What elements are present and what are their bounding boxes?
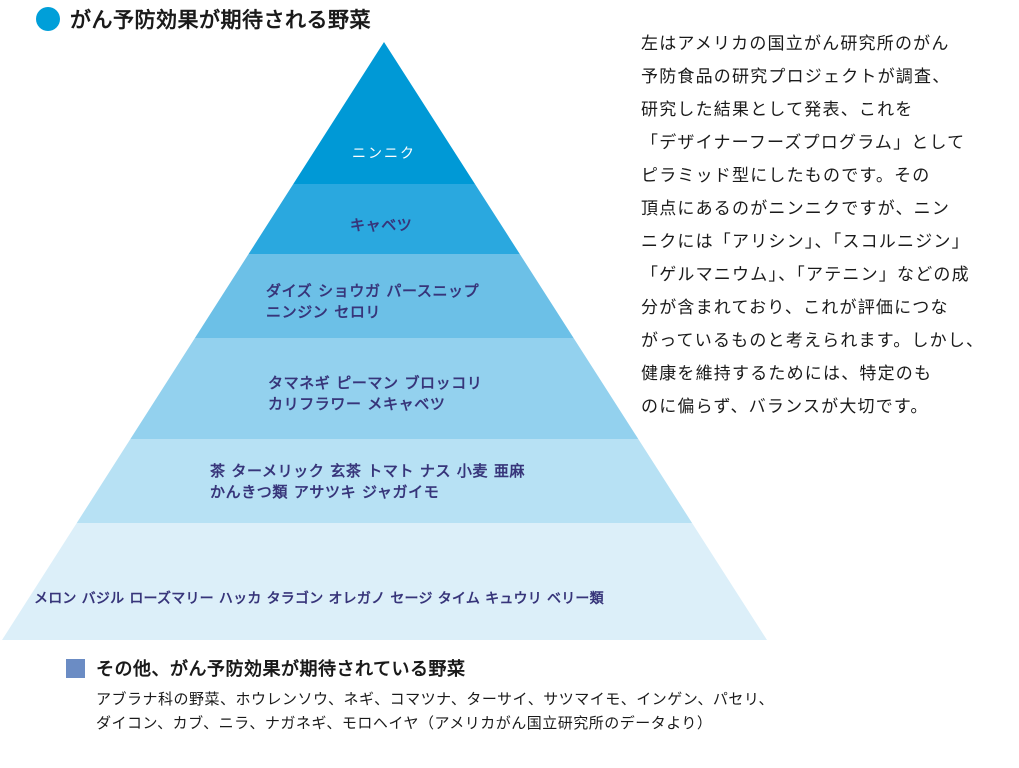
tier-3-label: ダイズ ショウガ パースニップ ニンジン セロリ [266,281,479,323]
other-vegetables-line: アブラナ科の野菜、ホウレンソウ、ネギ、コマツナ、ターサイ、サツマイモ、インゲン、… [96,690,774,708]
tier-5-line-2: かんきつ類 アサツキ ジャガイモ [210,483,440,501]
tier-6-line-1: メロン バジル ローズマリー ハッカ タラゴン オレガノ セージ タイム キュウ… [34,591,604,607]
other-vegetables-title: その他、がん予防効果が期待されている野菜 [96,659,466,680]
description-line: 健康を維持するためには、特定のも [641,364,933,384]
tier-5-label: 茶 ターメリック 玄茶 トマト ナス 小麦 亜麻 かんきつ類 アサツキ ジャガイ… [210,461,525,503]
other-vegetables-line: ダイコン、カブ、ニラ、ナガネギ、モロヘイヤ（アメリカがん国立研究所のデータより） [96,714,713,732]
description-line: ピラミッド型にしたものです。その [641,166,931,186]
tier-2-label: キャベツ [350,215,412,236]
tier-2-line-1: キャベツ [350,216,413,234]
description-line: 左はアメリカの国立がん研究所のがん [641,34,950,54]
tier-4-line-2: カリフラワー メキャベツ [268,395,446,413]
other-vegetables-list: アブラナ科の野菜、ホウレンソウ、ネギ、コマツナ、ターサイ、サツマイモ、インゲン、… [96,687,774,735]
description-line: ニクには「アリシン」、「スコルニジン」 [641,232,970,252]
description-text: 左はアメリカの国立がん研究所のがん 予防食品の研究プロジェクトが調査、 研究した… [641,28,1013,424]
tier-3-line-2: ニンジン セロリ [266,303,382,321]
tier-4-label: タマネギ ピーマン ブロッコリ カリフラワー メキャベツ [268,373,482,415]
title-bullet-icon [36,7,60,31]
tier-1-line-1: ニンニク [352,146,416,162]
diagram-title: がん予防効果が期待される野菜 [70,8,371,32]
pyramid-tier-6 [2,523,767,640]
tier-1-label: ニンニク [352,144,416,165]
description-line: 研究した結果として発表、これを [641,100,914,120]
description-line: 予防食品の研究プロジェクトが調査、 [641,67,951,87]
tier-6-label: メロン バジル ローズマリー ハッカ タラゴン オレガノ セージ タイム キュウ… [34,589,604,610]
square-bullet-icon [66,658,85,678]
pyramid-tier-1 [293,42,475,184]
description-line: のに偏らず、バランスが大切です。 [641,397,929,417]
pyramid-tier-2 [248,184,520,254]
tier-4-line-1: タマネギ ピーマン ブロッコリ [268,374,483,392]
other-vegetables-heading: その他、がん予防効果が期待されている野菜 [66,655,465,681]
pyramid-tier-3 [194,254,574,338]
pyramid-tier-5 [76,439,693,523]
description-line: 「ゲルマニウム」、「アテニン」などの成 [641,265,970,285]
tier-5-line-1: 茶 ターメリック 玄茶 トマト ナス 小麦 亜麻 [210,462,526,480]
pyramid-tier-4 [130,338,639,439]
description-line: 分が含まれており、これが評価につな [641,298,949,318]
description-line: がっているものと考えられます。しかし、 [641,331,985,351]
description-line: 「デザイナーフーズプログラム」として [641,133,966,153]
tier-3-line-1: ダイズ ショウガ パースニップ [266,282,480,300]
description-line: 頂点にあるのがニンニクですが、ニン [641,199,951,219]
diagram-title-row: がん予防効果が期待される野菜 [36,4,371,34]
